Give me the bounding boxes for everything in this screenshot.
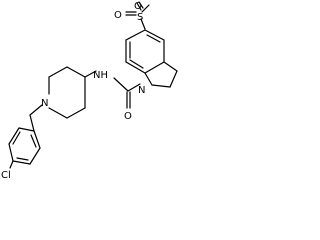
piperidine-ring [48, 66, 86, 119]
ring5-bond-1 [163, 61, 178, 72]
ring-bond-3 [144, 61, 165, 74]
aryl-bond-3 [8, 143, 14, 162]
aryl-inner-double-1 [30, 134, 37, 148]
aryl-inner-double-2 [12, 131, 21, 145]
ring-bond-1 [144, 29, 165, 41]
carbonyl-oxygen-label: O [124, 111, 132, 122]
ring5-bond-2 [169, 70, 178, 88]
s-o-double-bond-top-b [138, 1, 144, 9]
indoline-pyrrolidine-ring [144, 61, 178, 88]
indoline-nitrogen-label: N [138, 85, 145, 96]
amide-nh-label: NH [93, 70, 108, 81]
aryl-bond-6 [33, 130, 41, 149]
ring-inner-double-2 [129, 59, 144, 69]
ring5-bond-3 [151, 84, 171, 88]
chlorobenzyl-group [8, 104, 43, 169]
ch2-aryl-bond [29, 114, 35, 132]
indoline-benzene-ring [125, 29, 165, 74]
sulfonyl-oxygen-left-label: O [114, 10, 122, 21]
ring5-bond-4 [144, 72, 153, 86]
n-carbonyl-bond [127, 83, 141, 92]
piperidine-nitrogen-label: N [41, 98, 48, 109]
chlorine-atom-label: Cl [1, 170, 11, 181]
pip-bond-4 [48, 107, 68, 119]
c-cl-bond [9, 160, 14, 169]
n-ch2-bond [29, 104, 43, 116]
sulfonyl-oxygen-top-label: O [134, 1, 142, 12]
s-o-double-bond-top-a [136, 2, 142, 11]
urea-linker [84, 70, 141, 109]
aryl-bond-4 [12, 160, 31, 165]
nh-piperidine-bond [84, 70, 97, 78]
methyl-bond [141, 4, 150, 13]
aryl-bond-2 [8, 127, 20, 145]
chemical-structure: S O O NH N O N Cl [0, 0, 199, 182]
sulfur-atom-label: S [137, 12, 143, 23]
aryl-bond-1 [18, 127, 35, 132]
aryl-inner-double-3 [16, 157, 29, 161]
methylsulfonyl-group [125, 1, 150, 30]
ring-inner-double-1 [146, 34, 161, 43]
s-aryl-bond [140, 18, 146, 30]
pip-bond-5 [66, 107, 86, 119]
carbonyl-nh-bond [113, 77, 129, 92]
ring-bond-6 [125, 29, 146, 41]
aryl-bond-5 [29, 147, 41, 165]
pip-bond-1 [66, 66, 86, 78]
pip-bond-2 [48, 66, 68, 78]
ring-bond-4 [125, 61, 146, 74]
structure-drawing: S O O NH N O N Cl [1, 1, 178, 181]
